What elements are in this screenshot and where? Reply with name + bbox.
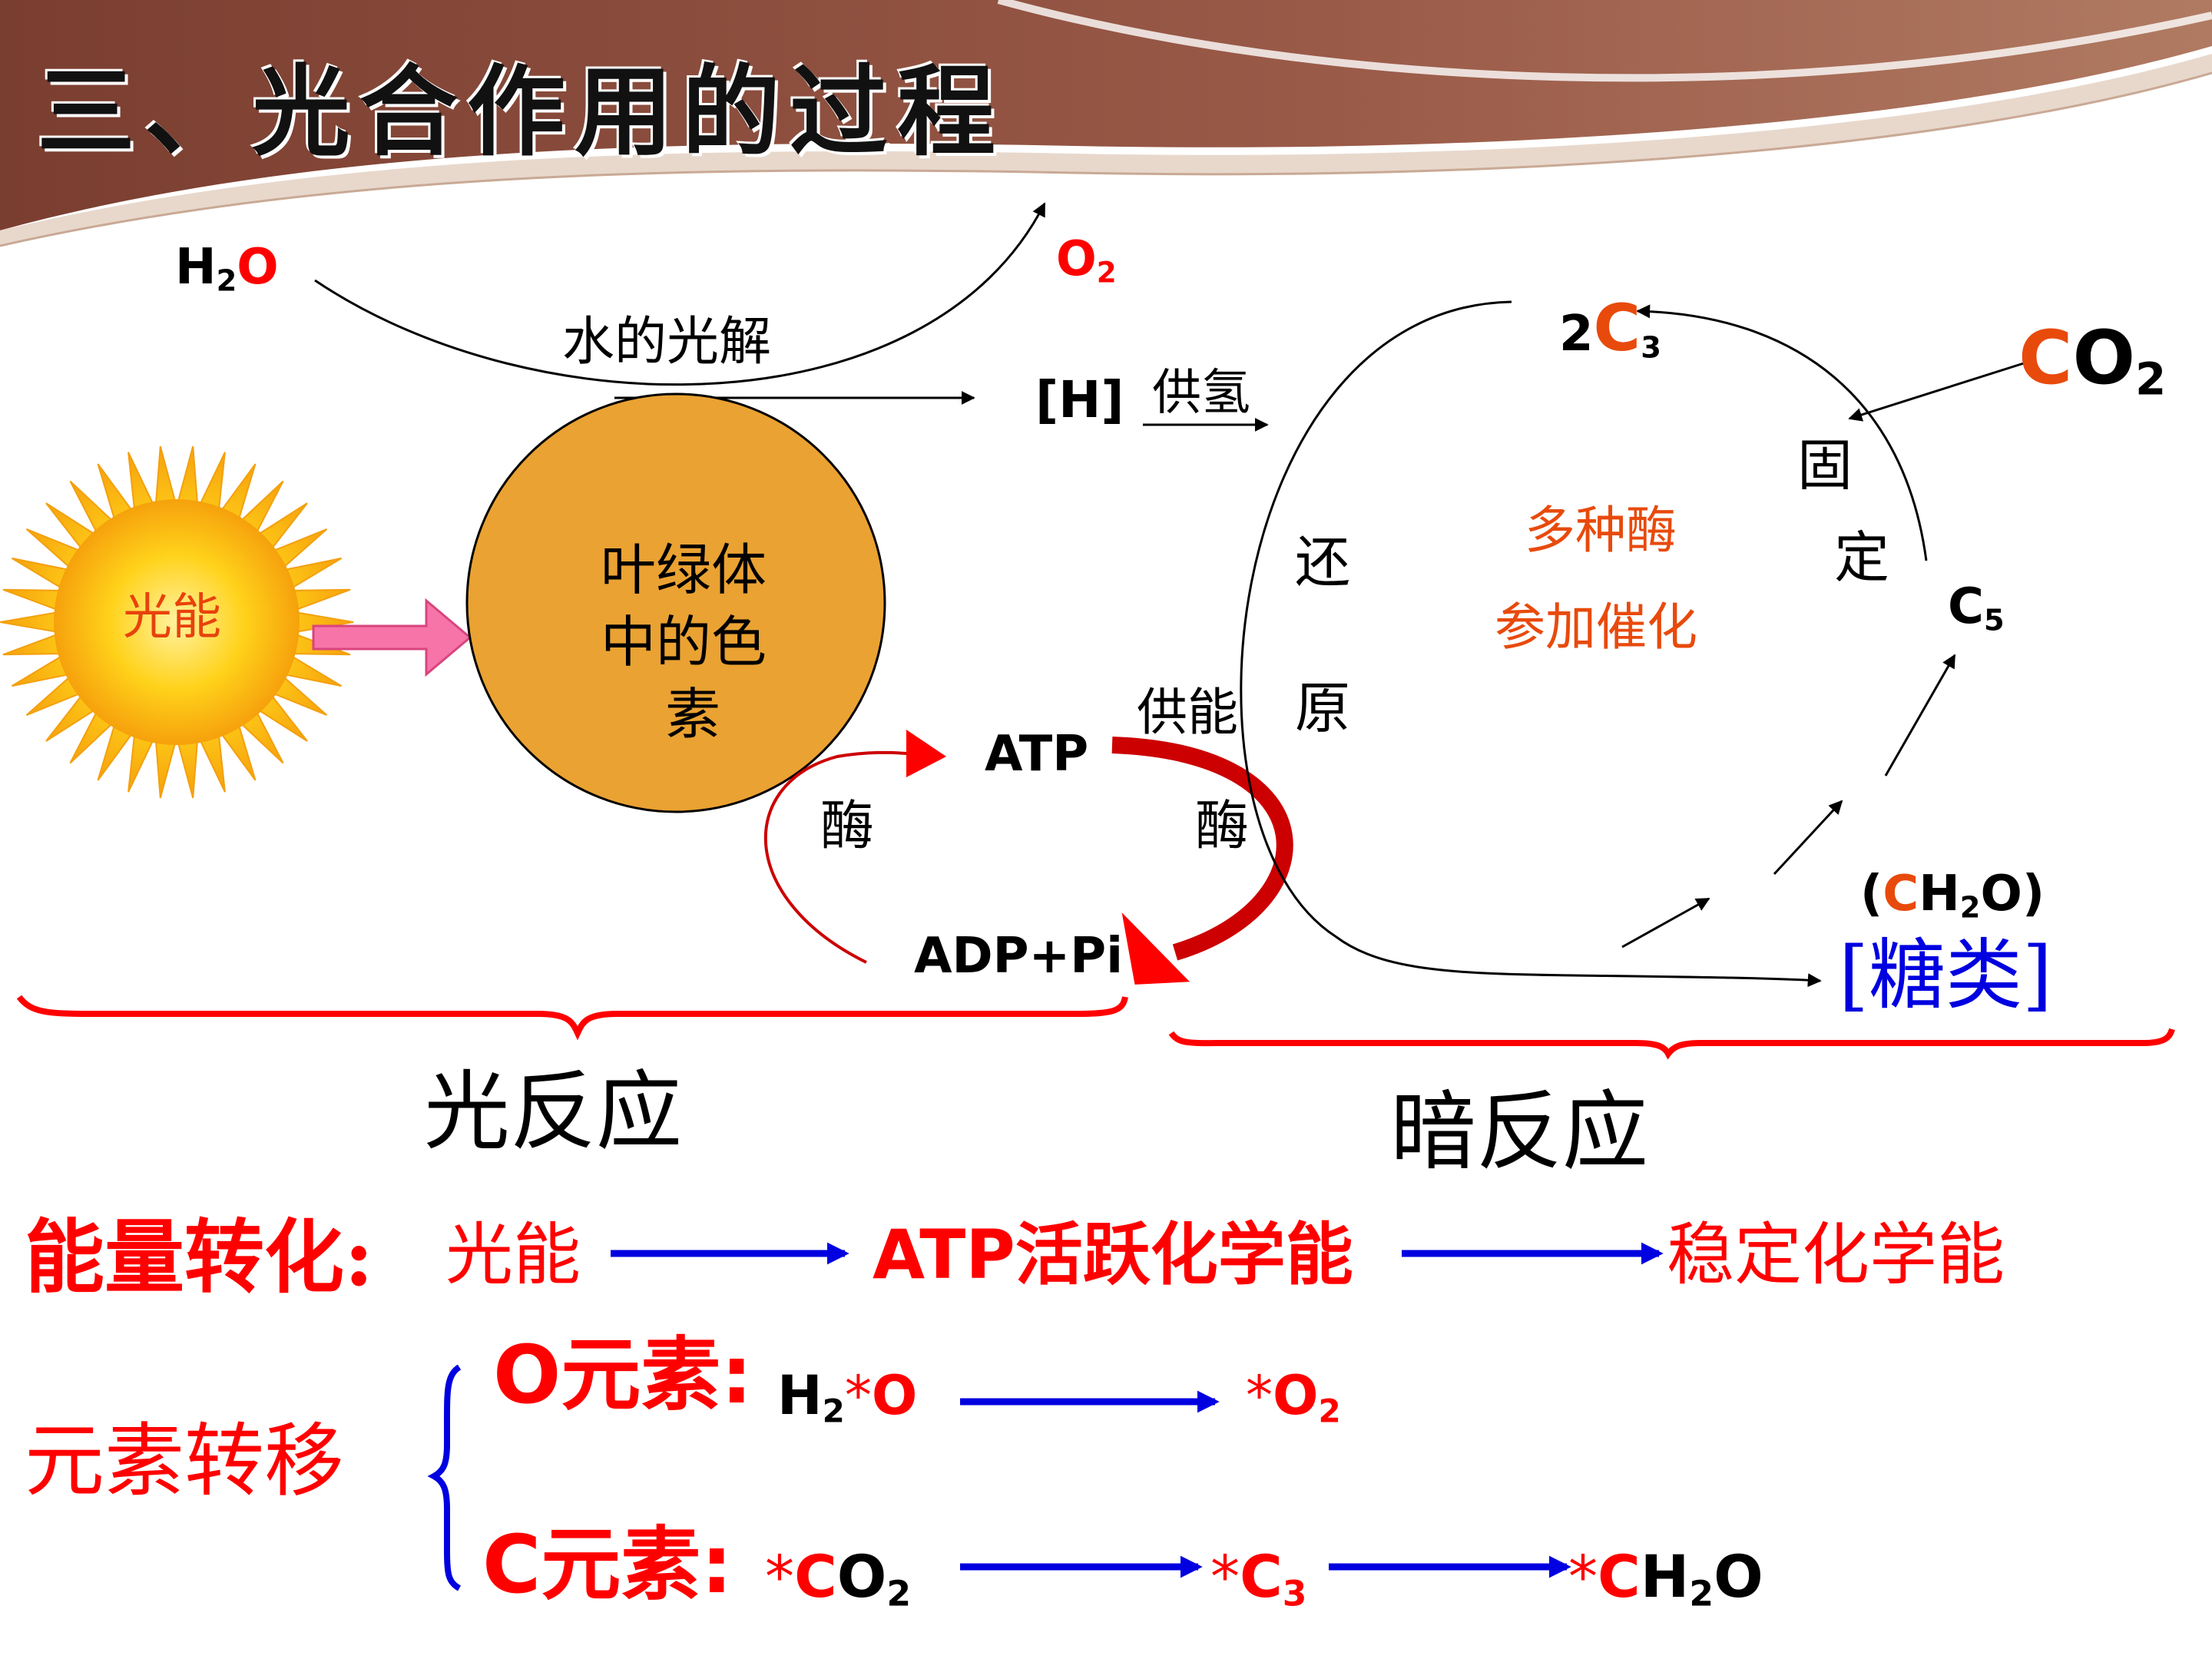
element-transfer-label: 元素转移 [25,1414,345,1508]
co2-label: CO2 [2018,315,2167,406]
c-element-to: *CH2O [1568,1542,1763,1614]
enzyme-left-label: 酶 [820,794,874,857]
page-title: 三、光合作用的过程 [37,55,1005,170]
c-element-label: C元素: [482,1518,733,1611]
o-element-to: *O2 [1246,1364,1341,1430]
regen-arrow-3 [1884,654,1956,777]
energy-step-light: 光能 [445,1215,581,1294]
regen-arrow-2 [1773,800,1843,876]
atp-hydrolysis-arrowhead [1121,912,1190,985]
enzymes-label-2: 参加催化 [1495,598,1697,657]
pigment-label-line-2: 中的色 [601,610,767,674]
dark-reaction-brace [1168,1028,2175,1060]
reduction-label-1: 还 [1295,530,1351,594]
h-label: [H] [1035,370,1124,429]
fixation-arc [1636,304,1928,561]
atp-synthesis-arrowhead [906,730,946,777]
h2o-label: H2O [175,239,279,299]
water-photolysis-label: 水的光解 [562,312,772,373]
atp-synthesis-arc [763,750,938,964]
light-reaction-label: 光反应 [424,1062,682,1162]
o2-label: O2 [1056,230,1117,290]
atp-hydrolysis-arc [1111,737,1293,961]
o-element-label: O元素: [493,1328,753,1422]
energy-conversion-label: 能量转化: [25,1210,374,1304]
atp-label: ATP [985,726,1089,783]
fixation-label-2: 定 [1834,525,1890,590]
pigment-label-line-3: 素 [665,682,721,747]
energy-step-atp: ATP活跃化学能 [873,1215,1353,1294]
c5-label: C5 [1948,578,2005,638]
dark-reaction-label: 暗反应 [1390,1082,1648,1182]
fixation-label-1: 固 [1797,433,1853,498]
enzymes-label-1: 多种酶 [1525,501,1677,560]
header-banner [0,0,2212,247]
element-brace [427,1364,462,1591]
ch2o-label: (CH2O) [1860,866,2045,926]
c-element-mid: *C3 [1210,1542,1307,1614]
supply-energy-label: 供能 [1137,683,1238,742]
adp-pi-label: ADP+Pi [914,928,1124,985]
supply-hydrogen-label: 供氢 [1152,365,1250,422]
co2-arrow [1848,361,2027,422]
c3-label: 2C3 [1559,290,1661,366]
energy-step-stable: 稳定化学能 [1667,1215,2005,1294]
pigment-label-line-1: 叶绿体 [601,538,767,602]
reduction-label-2: 原 [1295,676,1351,740]
enzyme-right-label: 酶 [1195,794,1249,857]
sugar-label: [糖类] [1839,930,2053,1020]
c-element-from: *CO2 [765,1542,912,1614]
sun-label: 光能 [123,589,221,646]
regen-arrow-1 [1621,897,1710,949]
light-reaction-brace [16,995,1128,1041]
pigment-circle [465,392,886,813]
light-energy-arrow [312,598,472,677]
sun-icon [0,445,354,799]
calvin-cycle-left-arc [1240,300,1822,988]
photolysis-arc [314,202,1046,386]
o-element-from: H2*O [777,1364,918,1430]
